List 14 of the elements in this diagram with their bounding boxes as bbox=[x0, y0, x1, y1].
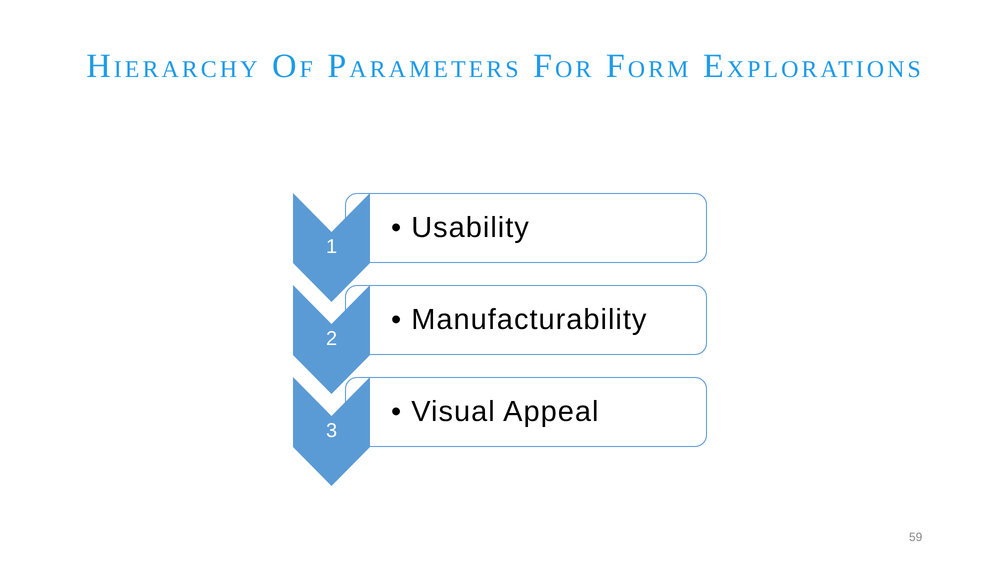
step-number: 2 bbox=[326, 327, 338, 352]
slide-title: Hierarchy Of Parameters For Form Explorations bbox=[86, 50, 924, 84]
rounded-text-box bbox=[345, 193, 707, 263]
list-item-text: • Visual Appeal bbox=[391, 395, 600, 429]
page-number: 59 bbox=[909, 530, 922, 544]
chevron-shape bbox=[293, 193, 370, 302]
chevron-shape bbox=[293, 377, 370, 486]
rounded-text-box bbox=[345, 377, 707, 447]
step-number: 1 bbox=[326, 235, 338, 260]
rounded-text-box bbox=[345, 285, 707, 355]
list-item-text: • Usability bbox=[391, 211, 530, 245]
list-item-text: • Manufacturability bbox=[391, 303, 648, 337]
chevron-shape bbox=[293, 285, 370, 394]
step-number: 3 bbox=[326, 419, 338, 444]
